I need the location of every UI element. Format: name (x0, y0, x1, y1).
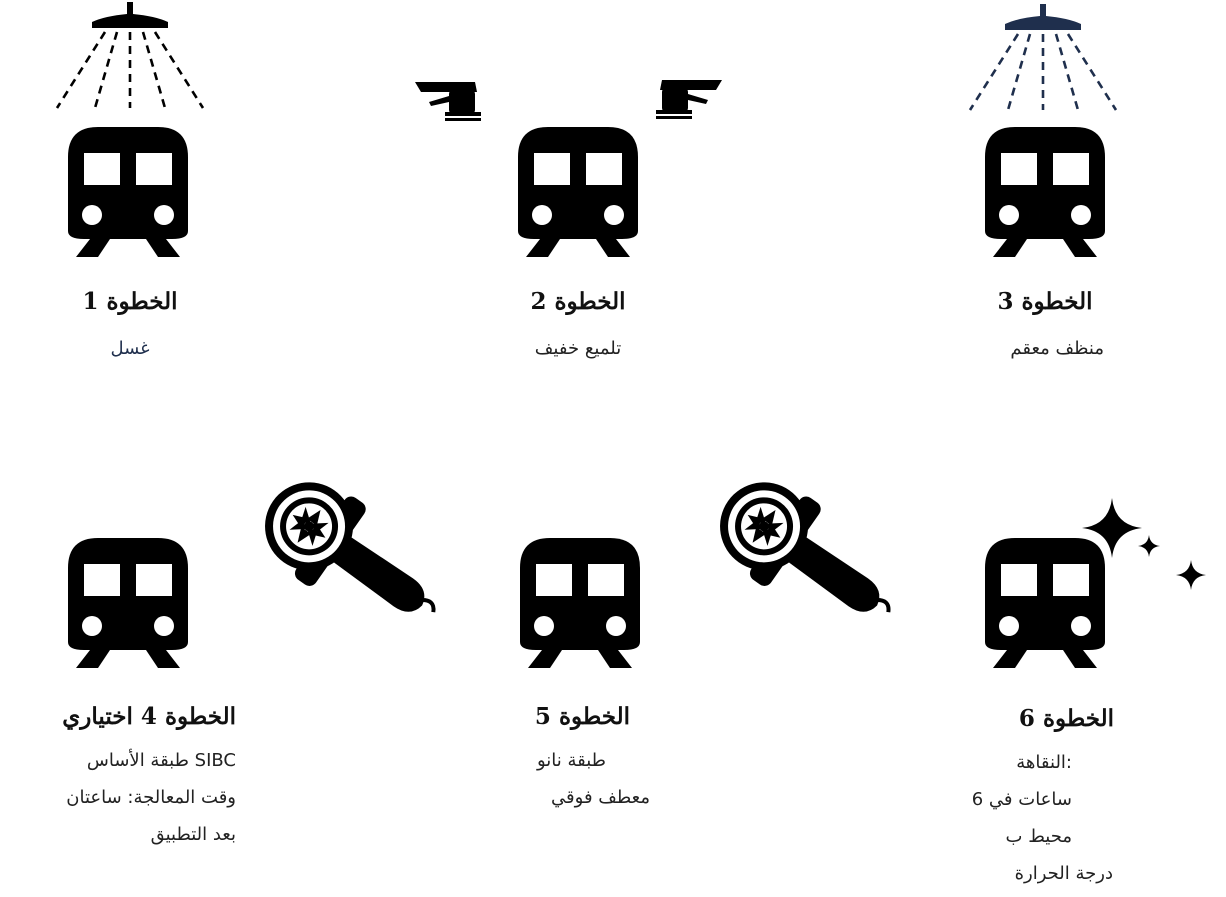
sparkle-icon (1138, 535, 1160, 557)
step-6-title: الخطوة 6 (1018, 705, 1114, 732)
orbital-polisher-icon (656, 80, 722, 119)
step-4-title: الخطوة 4 اختياري (62, 703, 236, 730)
rotary-buffer-icon (705, 480, 905, 630)
step-1-title: الخطوة 1 (82, 288, 178, 315)
train-icon (520, 538, 640, 668)
step-4-line-2: وقت المعالجة: ساعتان (66, 787, 236, 808)
shower-icon (968, 4, 1118, 111)
sparkle-icon (1176, 560, 1206, 590)
train-icon (68, 538, 188, 668)
orbital-polisher-icon (415, 82, 481, 121)
train-icon (68, 127, 188, 257)
step-1-desc: غسل (110, 338, 150, 359)
train-icon (518, 127, 638, 257)
train-icon (985, 127, 1105, 257)
step-4-line-3: بعد التطبيق (150, 824, 236, 845)
shower-icon (55, 2, 205, 109)
step-2-desc: تلميع خفيف (534, 338, 622, 359)
sparkle-icon (1082, 498, 1142, 558)
step-6-line-3: محيط ب (1005, 826, 1072, 847)
step-6-line-1: :النقاهة (1016, 752, 1072, 773)
step-6-line-4: درجة الحرارة (1014, 863, 1113, 884)
step-3-title: الخطوة 3 (997, 288, 1093, 315)
step-5-title: الخطوة 5 (534, 703, 630, 730)
step-6-line-2: ساعات في 6 (971, 789, 1072, 810)
step-4-line-1: SIBC طبقة الأساس (86, 750, 236, 771)
step-2-title: الخطوة 2 (530, 288, 626, 315)
rotary-buffer-icon (250, 480, 450, 630)
step-5-line-1: طبقة نانو (536, 750, 606, 771)
step-5-line-2: معطف فوقي (551, 787, 650, 808)
step-3-desc: منظف معقم (1010, 338, 1104, 359)
